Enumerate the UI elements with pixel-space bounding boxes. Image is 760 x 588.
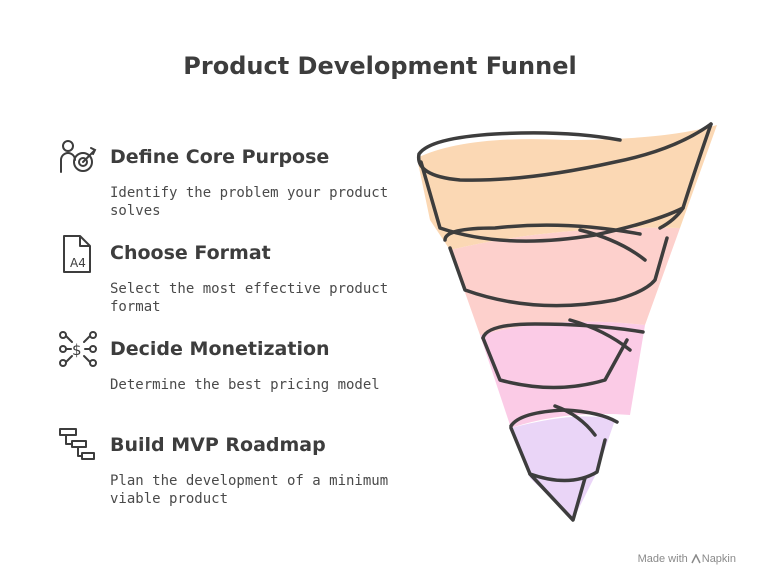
step-heading: Choose Format	[110, 242, 271, 264]
a4-document-icon: A4	[63, 235, 91, 273]
step-heading: Build MVP Roadmap	[110, 434, 326, 456]
svg-text:A4: A4	[70, 256, 86, 270]
roadmap-gantt-icon	[59, 428, 95, 460]
step-description: Identify the problem your product solves	[110, 185, 389, 219]
credit-prefix: Made with	[637, 553, 688, 565]
funnel-band-4	[511, 416, 615, 481]
funnel-rim	[417, 122, 713, 182]
dollar-network-icon: $	[59, 331, 97, 367]
step-description: Plan the development of a minimum viable…	[110, 473, 389, 507]
napkin-logo-icon	[691, 553, 701, 564]
funnel-tip	[530, 472, 597, 520]
step-heading: Decide Monetization	[110, 338, 330, 360]
made-with-credit[interactable]: Made with Napkin	[638, 553, 736, 565]
step-description: Determine the best pricing model	[110, 377, 380, 393]
step-heading: Define Core Purpose	[110, 146, 330, 168]
target-person-icon	[60, 140, 97, 173]
diagram-title: Product Development Funnel	[183, 52, 577, 80]
step-description: Select the most effective product format	[110, 281, 389, 315]
funnel-band-2	[450, 227, 680, 335]
funnel-band-3	[480, 321, 645, 428]
svg-text:$: $	[72, 341, 82, 359]
credit-brand: Napkin	[701, 553, 736, 565]
spiral-funnel-illustration	[417, 122, 717, 522]
